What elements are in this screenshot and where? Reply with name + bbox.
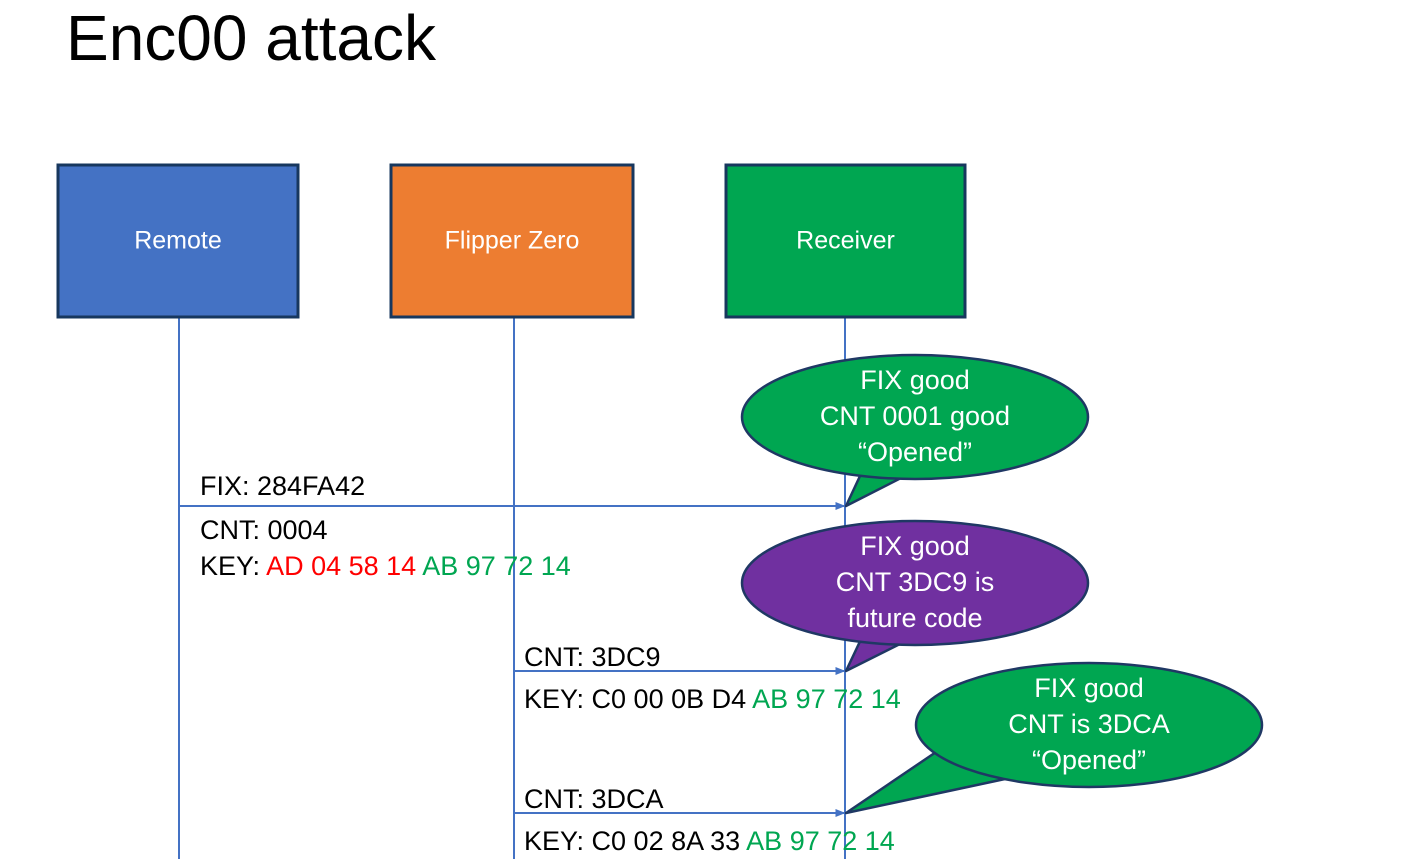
msg-1-line-2-seg-1: AD 04 58 14 — [266, 551, 423, 581]
bubble-2-text-line-1: CNT 3DC9 is — [835, 567, 995, 598]
bubble-3 — [844, 661, 1264, 815]
msg-3-line-0: CNT: 3DCA — [524, 783, 664, 815]
actor-box-remote[interactable] — [56, 163, 300, 319]
msg-3-line-0-seg-0: CNT: 3DCA — [524, 784, 664, 814]
actor-boxes — [56, 163, 967, 319]
bubble-2 — [740, 519, 1090, 673]
msg-1-line-0-seg-0: FIX: 284FA42 — [200, 471, 366, 501]
bubble-3-ellipse — [914, 661, 1264, 789]
bubble-1-text-line-1: CNT 0001 good — [819, 401, 1011, 432]
msg-3-line-1-seg-0: KEY: C0 02 8A 33 — [524, 826, 747, 856]
bubble-1-text-line-0: FIX good — [860, 365, 970, 396]
msg-1-line-1-seg-0: CNT: 0004 — [200, 515, 328, 545]
msg-1-line-1: CNT: 0004 — [200, 514, 328, 546]
bubble-3-text-line-1: CNT is 3DCA — [1008, 709, 1170, 740]
msg-2-line-1-seg-0: KEY: C0 00 0B D4 — [524, 684, 753, 714]
msg-2-line-0: CNT: 3DC9 — [524, 641, 661, 673]
actor-label-remote: Remote — [134, 226, 222, 255]
msg-2-line-0-seg-0: CNT: 3DC9 — [524, 642, 661, 672]
msg-3-line-1: KEY: C0 02 8A 33 AB 97 72 14 — [524, 825, 895, 857]
bubble-1 — [740, 353, 1090, 508]
bubble-2-text-line-0: FIX good — [860, 531, 970, 562]
actor-box-receiver[interactable] — [724, 163, 967, 319]
msg-1-line-2-seg-2: AB 97 72 14 — [422, 551, 571, 581]
bubble-3-text-line-2: “Opened” — [1031, 744, 1147, 775]
bubble-1-text-line-2: “Opened” — [857, 436, 973, 467]
bubble-2-text-line-2: future code — [847, 602, 983, 633]
msg-1-line-2: KEY: AD 04 58 14 AB 97 72 14 — [200, 550, 571, 582]
msg-3-line-1-seg-1: AB 97 72 14 — [746, 826, 895, 856]
bubble-1-ellipse — [740, 353, 1090, 481]
msg-1-line-2-seg-0: KEY: — [200, 551, 267, 581]
msg-2-line-1: KEY: C0 00 0B D4 AB 97 72 14 — [524, 683, 901, 715]
page-title: Enc00 attack — [66, 2, 436, 74]
callout-bubbles — [740, 353, 1264, 815]
msg-1-line-0: FIX: 284FA42 — [200, 470, 365, 502]
bubble-2-ellipse — [740, 519, 1090, 647]
actor-label-flipper: Flipper Zero — [444, 226, 580, 255]
actor-box-flipper[interactable] — [389, 163, 635, 319]
message-arrows — [179, 502, 846, 817]
msg-2-line-1-seg-1: AB 97 72 14 — [752, 684, 901, 714]
bubble-3-text-line-0: FIX good — [1034, 673, 1144, 704]
actor-label-receiver: Receiver — [796, 226, 895, 255]
